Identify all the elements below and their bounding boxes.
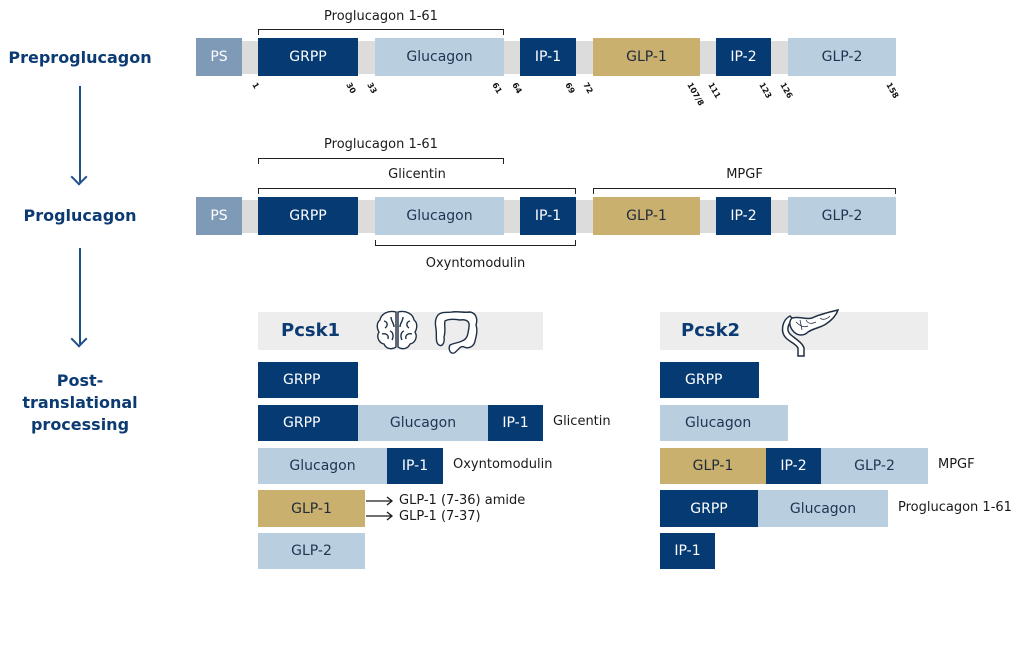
segment-glp2: GLP-2	[821, 448, 928, 484]
segment-glp2: GLP-2	[788, 197, 896, 235]
segment-grpp: GRPP	[660, 490, 758, 527]
segment-glucagon: Glucagon	[358, 405, 488, 441]
segment-ip1: IP-1	[387, 448, 443, 484]
segment-ip1: IP-1	[520, 38, 576, 76]
segment-glp2: GLP-2	[258, 533, 365, 569]
segment-ip1: IP-1	[520, 197, 576, 235]
segment-glucagon: Glucagon	[375, 197, 504, 235]
intestine-icon	[434, 311, 478, 354]
bracket-oxyntomodulin	[375, 240, 576, 246]
stage-label-line: processing	[30, 415, 130, 434]
pancreas-icon	[781, 308, 840, 357]
segment-grpp: GRPP	[660, 362, 759, 398]
segment-ps: PS	[196, 197, 242, 235]
bracket-glicentin	[258, 188, 576, 194]
residue-tick: 123	[757, 81, 774, 100]
enzyme-title: Pcsk2	[681, 320, 741, 341]
residue-tick: 107/8	[685, 81, 706, 108]
residue-tick: 33	[365, 81, 379, 96]
residue-tick: 69	[563, 81, 577, 96]
bracket-proglucagon-1-61	[258, 29, 504, 35]
segment-ip1: IP-1	[660, 533, 715, 569]
residue-tick: 126	[778, 81, 795, 100]
segment-grpp: GRPP	[258, 362, 358, 398]
product-label: MPGF	[938, 457, 975, 472]
segment-glp1: GLP-1	[593, 197, 700, 235]
down-arrow-icon	[79, 248, 81, 344]
residue-tick: 61	[490, 81, 504, 96]
residue-tick: 1	[250, 81, 261, 91]
segment-grpp: GRPP	[258, 197, 358, 235]
residue-tick: 158	[884, 81, 901, 100]
product-label: Oxyntomodulin	[453, 457, 553, 472]
residue-tick: 30	[344, 81, 358, 96]
product-label: Proglucagon 1-61	[898, 500, 1012, 515]
residue-tick: 111	[706, 81, 723, 100]
bracket-label: Oxyntomodulin	[425, 256, 526, 271]
segment-ip2: IP-2	[766, 448, 821, 484]
bracket-proglucagon-1-61	[258, 158, 504, 164]
segment-glucagon: Glucagon	[258, 448, 387, 484]
segment-ip1: IP-1	[488, 405, 543, 441]
down-arrow-icon	[79, 86, 81, 182]
residue-tick: 72	[581, 81, 595, 96]
product-label: Glicentin	[553, 414, 611, 429]
stage-label-line: Post-translational	[22, 371, 138, 412]
stage-label-preproglucagon: Preproglucagon	[8, 48, 152, 67]
segment-ip2: IP-2	[716, 197, 771, 235]
arrow-right-icon	[366, 496, 394, 521]
bracket-label: MPGF	[726, 167, 763, 182]
product-label: GLP-1 (7-37)	[399, 509, 481, 524]
segment-glucagon: Glucagon	[375, 38, 504, 76]
product-label: GLP-1 (7-36) amide	[399, 493, 526, 508]
stage-label-proglucagon: Proglucagon	[23, 206, 137, 225]
stage-label-post-translational: Post-translational processing	[0, 370, 160, 436]
segment-glp2: GLP-2	[788, 38, 896, 76]
bracket-label: Proglucagon 1-61	[324, 9, 438, 24]
segment-glucagon: Glucagon	[660, 405, 788, 441]
bracket-label: Glicentin	[388, 167, 446, 182]
enzyme-title: Pcsk1	[281, 320, 341, 341]
segment-ps: PS	[196, 38, 242, 76]
bracket-label: Proglucagon 1-61	[324, 137, 438, 152]
segment-glp1: GLP-1	[660, 448, 766, 484]
segment-glp1: GLP-1	[593, 38, 700, 76]
segment-glucagon: Glucagon	[758, 490, 888, 527]
segment-ip2: IP-2	[716, 38, 771, 76]
segment-grpp: GRPP	[258, 38, 358, 76]
bracket-mpgf	[593, 188, 896, 194]
segment-glp1: GLP-1	[258, 490, 365, 527]
segment-grpp: GRPP	[258, 405, 358, 441]
brain-icon	[376, 310, 418, 350]
residue-tick: 64	[510, 81, 524, 96]
